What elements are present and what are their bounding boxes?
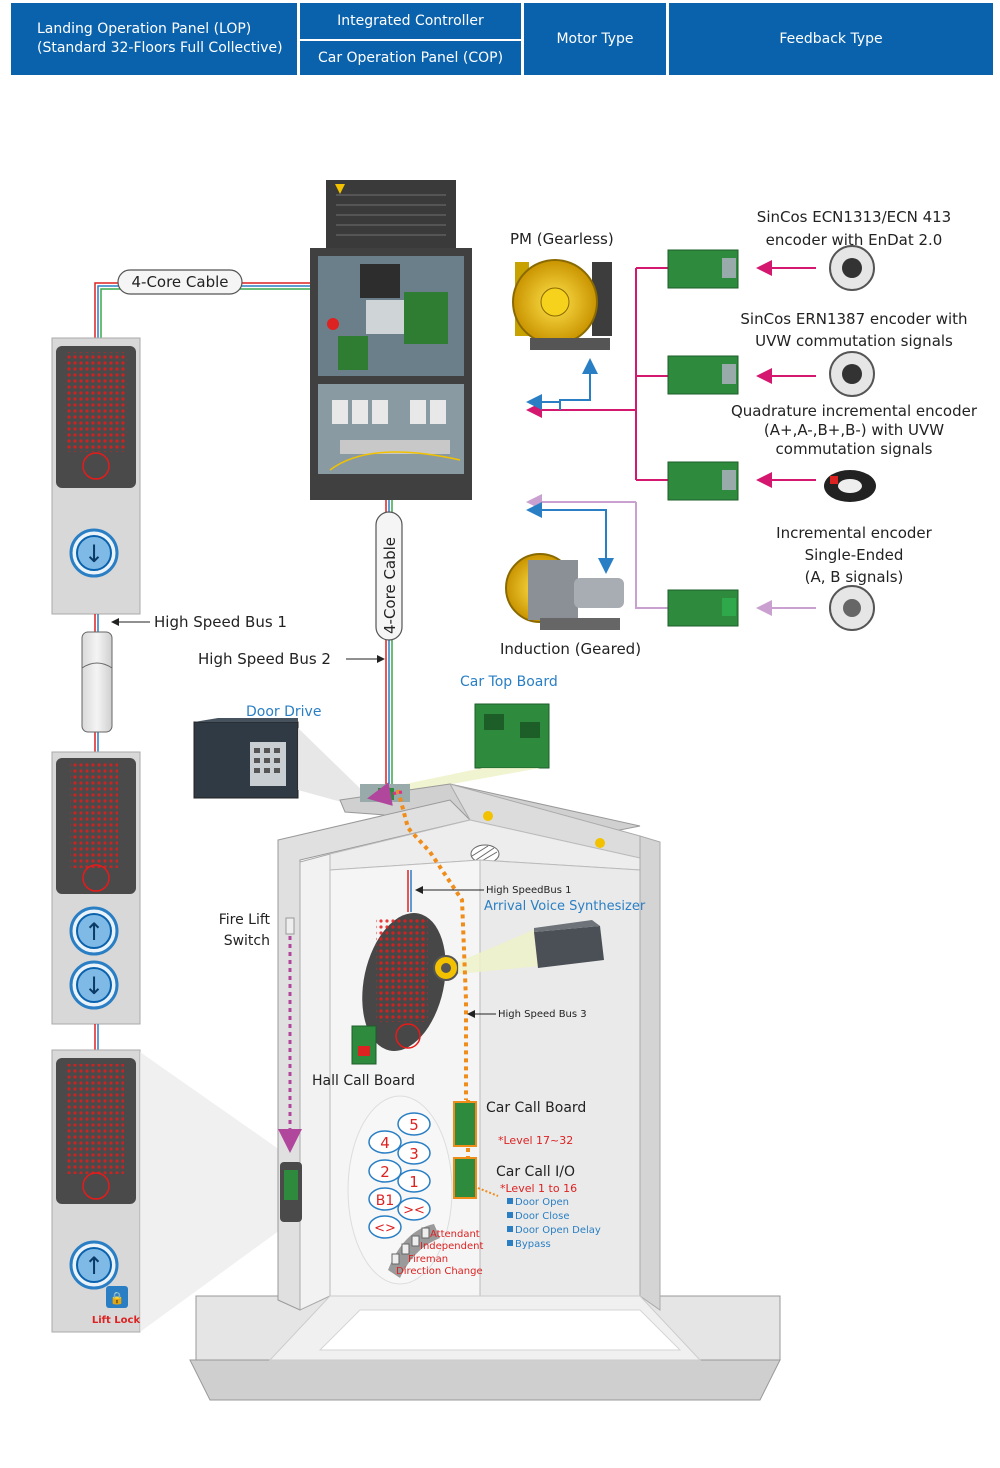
switch-fireman: Fireman	[408, 1254, 448, 1265]
high-speed-bus-3-path	[396, 789, 468, 1100]
encoder-4-line1: Incremental encoder	[776, 524, 933, 542]
encoder-4-line2: Single-Ended	[805, 546, 904, 564]
up-arrow-icon: ↑	[84, 1252, 104, 1280]
encoder-quadrature	[824, 470, 876, 502]
induction-motor-label: Induction (Geared)	[500, 640, 641, 658]
header-cop: Car Operation Panel (COP)	[300, 41, 521, 75]
top-cable: 4-Core Cable	[94, 269, 310, 340]
encoder-ecn1313	[829, 245, 875, 291]
lift-lock-icon	[106, 1286, 128, 1308]
encoder-4-line3: (A, B signals)	[805, 568, 904, 586]
high-speed-bus-2-label: High Speed Bus 2	[198, 650, 331, 668]
svg-text:🔒: 🔒	[110, 1291, 125, 1305]
cop-button-3[interactable]: 3	[409, 1145, 419, 1163]
encoder-ern1387	[829, 351, 875, 397]
header-integrated-controller: Integrated Controller	[300, 3, 521, 39]
cop-button-b1[interactable]: B1	[376, 1193, 395, 1209]
pm-gearless-motor	[512, 259, 612, 350]
io-door-open-delay: Door Open Delay	[515, 1225, 601, 1236]
hs-bus-1-car-label: High SpeedBus 1	[486, 885, 571, 896]
lop-panel-bottom: ↑ 🔒 Lift Lock	[51, 1049, 141, 1333]
feedback-lines	[526, 260, 816, 616]
encoder-board-2	[667, 355, 739, 395]
encoder-3-line1: Quadrature incremental encoder	[731, 402, 978, 420]
cop-button-2[interactable]: 2	[380, 1163, 390, 1181]
car-call-board	[453, 1101, 477, 1147]
header-lop-line1: Landing Operation Panel (LOP)	[37, 21, 252, 38]
encoder-3-line2: (A+,A-,B+,B-) with UVW	[764, 421, 944, 439]
encoder-board-3	[667, 461, 739, 501]
cop-button-4[interactable]: 4	[380, 1134, 390, 1152]
io-bypass: Bypass	[515, 1239, 551, 1250]
level-17-32-label: *Level 17~32	[498, 1134, 573, 1147]
encoder-2-line1: SinCos ERN1387 encoder with	[740, 310, 967, 328]
lop-panel-middle: ↑ ↓	[51, 751, 141, 1025]
door-drive-label: Door Drive	[246, 704, 321, 720]
arrival-voice-synthesizer-box	[534, 920, 604, 968]
lop-bus-tube	[81, 614, 113, 754]
pm-motor-label: PM (Gearless)	[510, 230, 614, 248]
header-lop: Landing Operation Panel (LOP) (Standard 3…	[11, 3, 297, 75]
arrival-voice-label: Arrival Voice Synthesizer	[484, 899, 646, 914]
zoom-shading	[140, 1052, 280, 1332]
encoder-1-line1: SinCos ECN1313/ECN 413	[757, 208, 951, 226]
encoder-3-line3: commutation signals	[776, 440, 933, 458]
car-call-io-board	[453, 1157, 477, 1199]
encoder-board-1	[667, 249, 739, 289]
cable-vertical-label: 4-Core Cable	[381, 537, 399, 634]
io-list: Door Open Door Close Door Open Delay Byp…	[507, 1197, 601, 1250]
voice-zoom-beam	[458, 928, 540, 974]
down-arrow-icon: ↓	[84, 972, 104, 1000]
lop-panel-top: ↓	[51, 337, 141, 615]
io-door-close: Door Close	[515, 1211, 569, 1222]
elevator-car	[189, 783, 781, 1401]
fire-lift-label-2: Switch	[224, 933, 270, 949]
cop-button-5[interactable]: 5	[409, 1116, 419, 1134]
header-lop-line2: (Standard 32-Floors Full Collective)	[37, 40, 283, 56]
header-feedback-type: Feedback Type	[669, 3, 993, 75]
level-1-16-label: *Level 1 to 16	[500, 1182, 577, 1195]
car-top-zoom-beam	[396, 768, 540, 792]
switch-attendant: Attendant	[430, 1229, 480, 1240]
induction-geared-motor	[505, 553, 624, 630]
cop-panel: 5 4 3 2 1 B1 >< <>	[347, 1095, 453, 1285]
encoder-incremental	[829, 585, 875, 631]
cable-top-label: 4-Core Cable	[131, 273, 228, 291]
switch-independent: Independent	[420, 1241, 483, 1252]
door-drive-zoom-beam	[298, 728, 372, 806]
hall-call-board-label: Hall Call Board	[312, 1073, 415, 1089]
switch-direction-change: Direction Change	[396, 1266, 483, 1277]
cop-button-1[interactable]: 1	[409, 1173, 419, 1191]
fire-lift-label-1: Fire Lift	[219, 912, 271, 928]
hall-call-board	[351, 1025, 377, 1065]
cop-button-door-close[interactable]: ><	[403, 1203, 425, 1218]
cable-tube-top	[117, 269, 243, 295]
car-top-board	[474, 703, 550, 769]
io-door-open: Door Open	[515, 1197, 569, 1208]
cop-button-door-open[interactable]: <>	[374, 1221, 396, 1236]
integrated-controller-cabinet	[310, 180, 472, 500]
up-arrow-icon: ↑	[84, 918, 104, 946]
car-position-indicator	[362, 913, 446, 1051]
car-top-board-label: Car Top Board	[460, 674, 558, 690]
hs-bus-3-label: High Speed Bus 3	[498, 1009, 587, 1020]
encoder-board-4	[667, 589, 739, 627]
header-motor-type: Motor Type	[524, 3, 666, 75]
door-drive-unit	[193, 718, 299, 799]
car-call-board-label: Car Call Board	[486, 1100, 586, 1116]
car-call-io-label: Car Call I/O	[496, 1164, 575, 1180]
vertical-cable: 4-Core Cable	[375, 500, 403, 800]
encoder-1-line2: encoder with EnDat 2.0	[766, 231, 943, 249]
lift-lock-label: Lift Lock	[92, 1315, 141, 1326]
high-speed-bus-1-label: High Speed Bus 1	[154, 613, 287, 631]
encoder-2-line2: UVW commutation signals	[755, 332, 953, 350]
fire-lift-switch-icon	[285, 917, 295, 935]
down-arrow-icon: ↓	[84, 540, 104, 568]
